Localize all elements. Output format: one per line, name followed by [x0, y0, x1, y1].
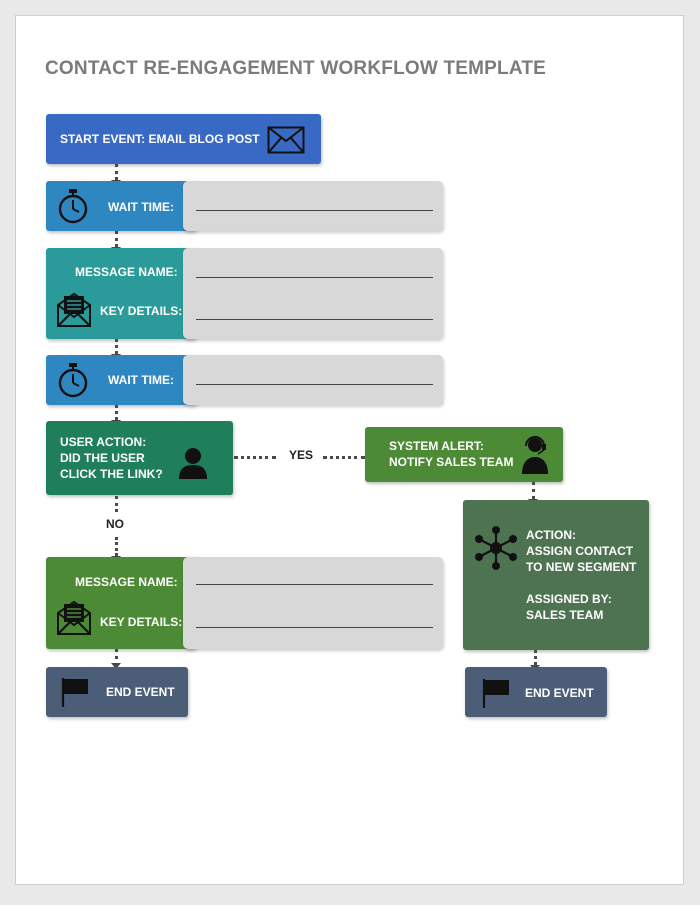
user-action-line-3: CLICK THE LINK? [60, 467, 163, 481]
end-event-box-right[interactable]: END EVENT [465, 667, 607, 717]
action-line-2: ASSIGN CONTACT [526, 544, 634, 558]
page-title: CONTACT RE-ENGAGEMENT WORKFLOW TEMPLATE [45, 58, 547, 79]
message-name-label: MESSAGE NAME: [75, 575, 178, 589]
wait-time-underline [196, 210, 433, 211]
wait-time-input-panel-2[interactable] [183, 355, 443, 405]
message-input-panel-1[interactable] [183, 248, 443, 339]
key-details-label: KEY DETAILS: [100, 304, 183, 318]
envelope-icon [267, 126, 305, 154]
yes-connector-right [323, 456, 365, 459]
connector-message-to-wait [115, 339, 118, 354]
open-envelope-letter-icon [57, 292, 91, 327]
end-event-label: END EVENT [525, 686, 594, 700]
stopwatch-icon [58, 189, 88, 224]
message-name-label: MESSAGE NAME: [75, 265, 178, 279]
connector-alert-to-action [532, 482, 535, 499]
yes-label: YES [289, 448, 314, 462]
assigned-by-text: ASSIGNED BY: SALES TEAM [526, 591, 612, 623]
message-box-1[interactable]: MESSAGE NAME: KEY DETAILS: [46, 248, 196, 339]
connector-start-to-wait [115, 164, 118, 180]
action-text: ACTION: ASSIGN CONTACT TO NEW SEGMENT [526, 527, 636, 575]
flag-icon [482, 679, 509, 708]
stopwatch-icon [58, 363, 88, 398]
system-alert-box[interactable]: SYSTEM ALERT: NOTIFY SALES TEAM [365, 427, 563, 482]
end-event-box-left[interactable]: END EVENT [46, 667, 188, 717]
open-envelope-letter-icon [57, 600, 91, 635]
assigned-by-line-2: SALES TEAM [526, 608, 604, 622]
message-box-2[interactable]: MESSAGE NAME: KEY DETAILS: [46, 557, 196, 649]
action-line-1: ACTION: [526, 528, 576, 542]
yes-connector-left [234, 456, 276, 459]
network-hub-icon [475, 526, 517, 570]
start-event-box[interactable]: START EVENT: EMAIL BLOG POST [46, 114, 321, 164]
user-action-text: USER ACTION: DID THE USER CLICK THE LINK… [60, 434, 163, 482]
user-icon [179, 448, 207, 479]
action-box[interactable]: ACTION: ASSIGN CONTACT TO NEW SEGMENT AS… [463, 500, 649, 650]
user-action-line-1: USER ACTION: [60, 435, 147, 449]
message-name-underline [196, 277, 433, 278]
connector-wait-to-message [115, 231, 118, 247]
wait-time-label: WAIT TIME: [108, 373, 174, 387]
wait-time-underline [196, 384, 433, 385]
assigned-by-line-1: ASSIGNED BY: [526, 592, 612, 606]
key-details-label: KEY DETAILS: [100, 615, 183, 629]
connector-wait-to-user-action [115, 405, 118, 420]
user-action-line-2: DID THE USER [60, 451, 145, 465]
no-connector-bottom [115, 537, 118, 556]
wait-time-box-1[interactable]: WAIT TIME: [46, 181, 196, 231]
user-action-box[interactable]: USER ACTION: DID THE USER CLICK THE LINK… [46, 421, 233, 495]
connector-action-to-end [534, 650, 537, 665]
wait-time-input-panel-1[interactable] [183, 181, 443, 231]
key-details-underline [196, 319, 433, 320]
flag-icon [61, 678, 88, 707]
system-alert-text: SYSTEM ALERT: NOTIFY SALES TEAM [389, 438, 513, 470]
end-event-label: END EVENT [106, 685, 175, 699]
system-alert-line-2: NOTIFY SALES TEAM [389, 455, 514, 469]
connector-arrowhead [111, 663, 121, 669]
wait-time-label: WAIT TIME: [108, 200, 174, 214]
key-details-underline [196, 627, 433, 628]
wait-time-box-2[interactable]: WAIT TIME: [46, 355, 196, 405]
headset-agent-icon [522, 436, 548, 474]
system-alert-line-1: SYSTEM ALERT: [389, 439, 484, 453]
no-connector-top [115, 496, 118, 512]
connector-message-to-end [115, 649, 118, 666]
no-label: NO [106, 517, 124, 531]
message-input-panel-2[interactable] [183, 557, 443, 649]
start-event-label: START EVENT: EMAIL BLOG POST [60, 132, 260, 146]
action-line-3: TO NEW SEGMENT [526, 560, 637, 574]
message-name-underline [196, 584, 433, 585]
